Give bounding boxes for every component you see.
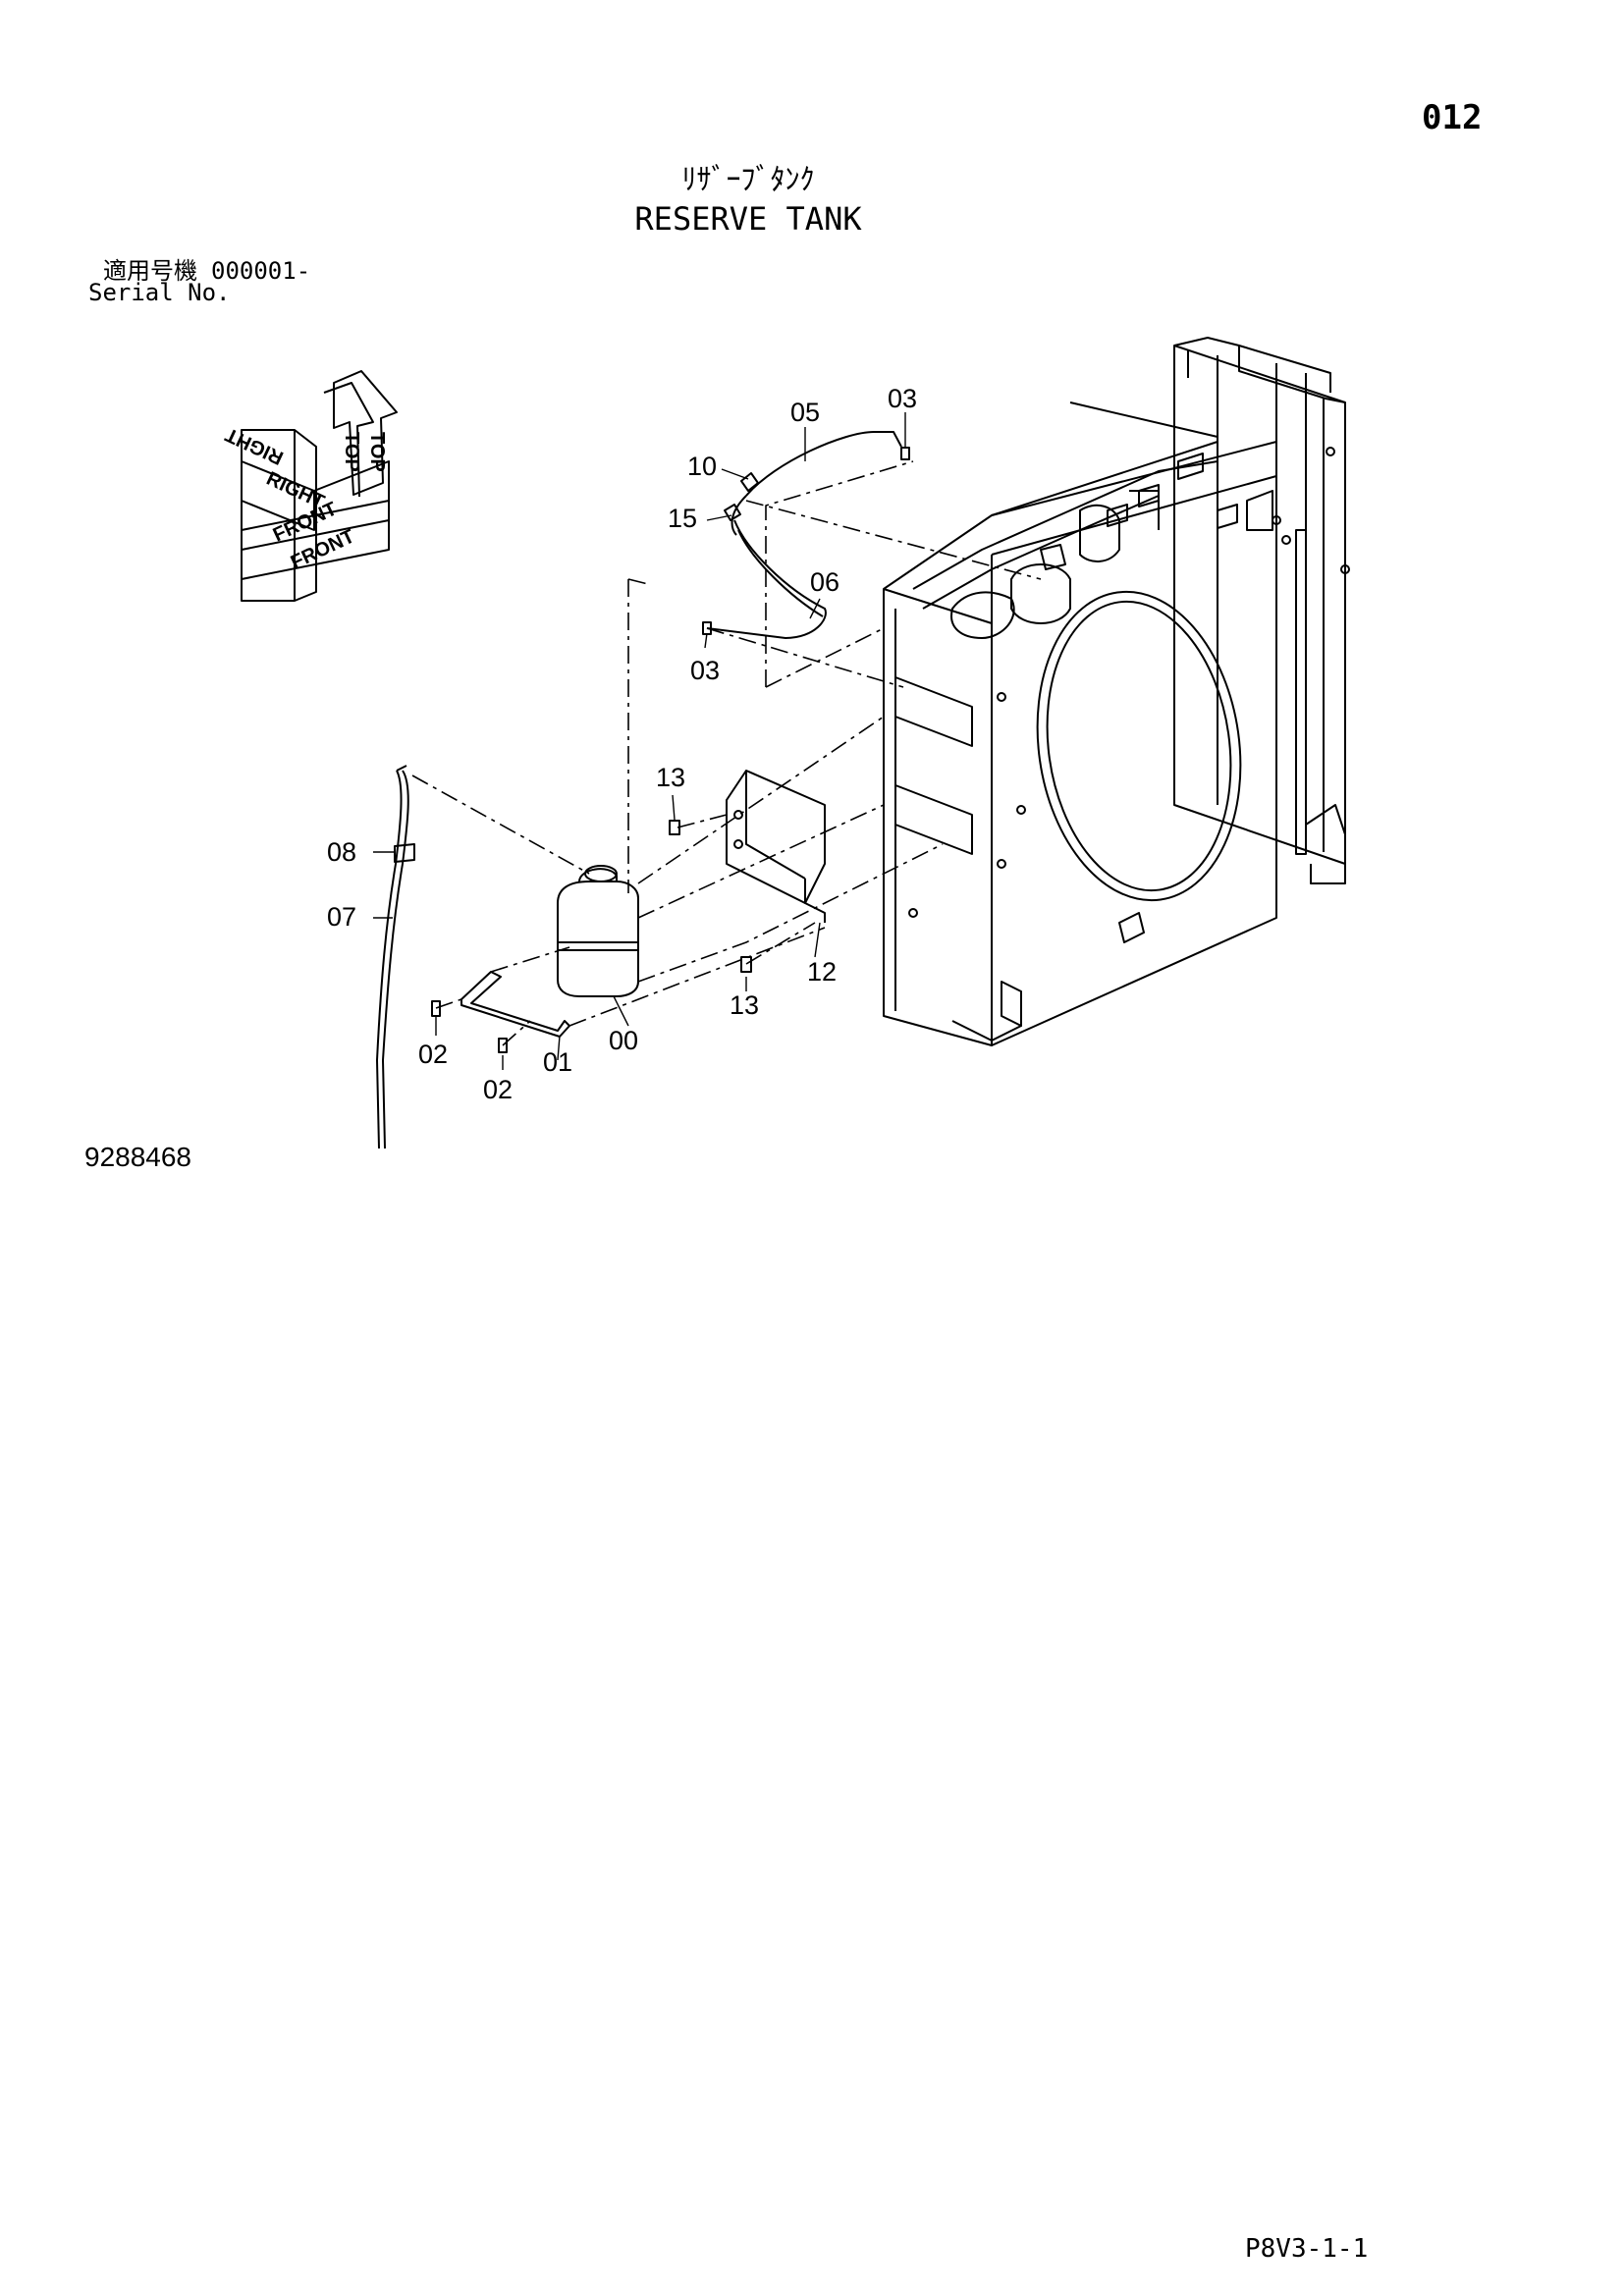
mounting-bracket	[726, 770, 826, 923]
serial-row: 適用号機 000001-	[103, 251, 324, 286]
hose-clamps	[724, 472, 759, 521]
title-japanese: ﾘｻﾞｰﾌﾞﾀﾝｸ	[681, 163, 815, 197]
callout-12: 12	[807, 957, 837, 987]
sheet-code: P8V3-1-1	[1245, 2234, 1369, 2264]
callout-leaders	[373, 412, 906, 1070]
callout-13-lower: 13	[730, 990, 759, 1020]
orientation-top-label-right: TOP	[366, 432, 388, 472]
assembly-lines	[411, 460, 1042, 1046]
fastener-parts	[431, 447, 910, 1053]
callout-13-upper: 13	[656, 763, 685, 792]
figure-id: 9288468	[84, 1142, 192, 1172]
orientation-labels: RIGHT RIGHT FRONT FRONT TOP TOP	[222, 423, 388, 573]
radiator-top-tank	[912, 453, 1238, 639]
part-callouts: 05 03 10 15 06 03 13 08 07 12 13 00 01 0…	[327, 384, 917, 1104]
callout-06: 06	[810, 567, 839, 597]
callout-00: 00	[609, 1026, 638, 1055]
callout-15: 15	[668, 504, 697, 533]
serial-label: Serial No.	[88, 279, 231, 306]
page-number: 012	[1422, 98, 1483, 137]
hoses	[376, 431, 902, 1149]
callout-03-lower: 03	[690, 656, 720, 685]
callout-03-upper: 03	[888, 384, 917, 413]
radiator-frame	[883, 337, 1350, 1046]
callout-05: 05	[790, 398, 820, 427]
callout-10: 10	[687, 452, 717, 481]
tank-band	[460, 971, 570, 1038]
callout-07: 07	[327, 902, 356, 932]
page-title: RESERVE TANK	[634, 200, 862, 238]
serial-value: 000001-	[211, 257, 311, 285]
callout-01: 01	[543, 1047, 572, 1077]
callout-08: 08	[327, 837, 356, 867]
callout-02-bottom: 02	[483, 1075, 513, 1104]
orientation-indicator	[241, 370, 398, 602]
orientation-top-label: TOP	[341, 432, 362, 472]
serial-label-japanese: 適用号機	[103, 257, 197, 285]
reserve-tank	[557, 865, 639, 997]
callout-02-left: 02	[418, 1040, 448, 1069]
